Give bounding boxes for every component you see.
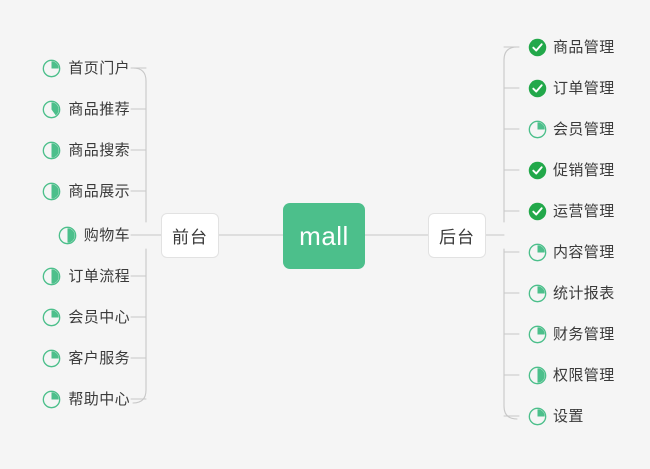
root-node[interactable]: mall bbox=[283, 203, 365, 269]
pie-progress-icon bbox=[528, 243, 547, 261]
leaf-node-label: 订单管理 bbox=[553, 79, 615, 97]
root-node-label: mall bbox=[299, 220, 349, 251]
leaf-node-label: 财务管理 bbox=[553, 325, 615, 343]
leaf-node-left-3[interactable]: 商品展示 bbox=[42, 178, 130, 204]
leaf-node-label: 统计报表 bbox=[553, 284, 615, 302]
leaf-node-label: 权限管理 bbox=[553, 366, 615, 384]
leaf-node-label: 购物车 bbox=[83, 226, 130, 244]
pie-progress-icon bbox=[58, 226, 77, 244]
leaf-node-left-0[interactable]: 首页门户 bbox=[42, 55, 130, 81]
leaf-node-left-6[interactable]: 会员中心 bbox=[42, 304, 130, 330]
leaf-node-right-8[interactable]: 权限管理 bbox=[528, 362, 615, 388]
check-circle-icon bbox=[528, 79, 547, 97]
pie-progress-icon bbox=[43, 59, 61, 77]
leaf-node-label: 商品展示 bbox=[68, 182, 130, 200]
leaf-node-right-3[interactable]: 促销管理 bbox=[528, 157, 615, 183]
left-spine-top bbox=[132, 67, 147, 223]
leaf-node-label: 帮助中心 bbox=[68, 390, 130, 408]
pie-progress-icon bbox=[528, 284, 547, 302]
leaf-node-right-6[interactable]: 统计报表 bbox=[528, 280, 615, 306]
leaf-node-left-2[interactable]: 商品搜索 bbox=[42, 137, 130, 163]
pie-progress-icon bbox=[528, 366, 547, 384]
check-circle-icon bbox=[528, 161, 547, 179]
leaf-node-right-5[interactable]: 内容管理 bbox=[528, 239, 615, 265]
leaf-node-label: 运营管理 bbox=[553, 202, 615, 220]
leaf-node-label: 会员中心 bbox=[68, 308, 130, 326]
pie-progress-icon bbox=[43, 141, 61, 159]
branch-node-backend-label: 后台 bbox=[439, 228, 475, 247]
right-spine-top bbox=[503, 46, 518, 223]
pie-progress-icon bbox=[43, 267, 61, 285]
leaf-node-right-4[interactable]: 运营管理 bbox=[528, 198, 615, 224]
pie-progress-icon bbox=[528, 407, 547, 425]
leaf-node-left-7[interactable]: 客户服务 bbox=[42, 345, 130, 371]
leaf-node-label: 商品管理 bbox=[553, 38, 615, 56]
leaf-node-left-1[interactable]: 商品推荐 bbox=[42, 96, 130, 122]
left-spine-bottom bbox=[132, 248, 147, 404]
leaf-node-right-7[interactable]: 财务管理 bbox=[528, 321, 615, 347]
branch-node-frontend-label: 前台 bbox=[172, 228, 208, 247]
branch-node-frontend[interactable]: 前台 bbox=[161, 213, 219, 258]
pie-progress-icon bbox=[43, 182, 61, 200]
branch-node-backend[interactable]: 后台 bbox=[428, 213, 486, 258]
leaf-node-left-4[interactable]: 购物车 bbox=[58, 222, 130, 248]
leaf-node-left-8[interactable]: 帮助中心 bbox=[42, 386, 130, 412]
leaf-node-label: 首页门户 bbox=[68, 59, 130, 77]
check-circle-icon bbox=[528, 38, 547, 56]
leaf-node-label: 订单流程 bbox=[68, 267, 130, 285]
pie-progress-icon bbox=[43, 100, 61, 118]
leaf-node-right-0[interactable]: 商品管理 bbox=[528, 34, 615, 60]
leaf-node-label: 商品推荐 bbox=[68, 100, 130, 118]
leaf-node-label: 设置 bbox=[553, 407, 584, 425]
leaf-node-label: 商品搜索 bbox=[68, 141, 130, 159]
leaf-node-label: 促销管理 bbox=[553, 161, 615, 179]
pie-progress-icon bbox=[43, 349, 61, 367]
leaf-node-label: 客户服务 bbox=[68, 349, 130, 367]
pie-progress-icon bbox=[528, 325, 547, 343]
pie-progress-icon bbox=[43, 390, 61, 408]
leaf-node-right-1[interactable]: 订单管理 bbox=[528, 75, 615, 101]
leaf-node-label: 会员管理 bbox=[553, 120, 615, 138]
pie-progress-icon bbox=[528, 120, 547, 138]
pie-progress-icon bbox=[43, 308, 61, 326]
leaf-node-label: 内容管理 bbox=[553, 243, 615, 261]
right-spine-bottom bbox=[503, 248, 518, 420]
leaf-node-left-5[interactable]: 订单流程 bbox=[42, 263, 130, 289]
check-circle-icon bbox=[528, 202, 547, 220]
leaf-node-right-9[interactable]: 设置 bbox=[528, 403, 584, 429]
leaf-node-right-2[interactable]: 会员管理 bbox=[528, 116, 615, 142]
